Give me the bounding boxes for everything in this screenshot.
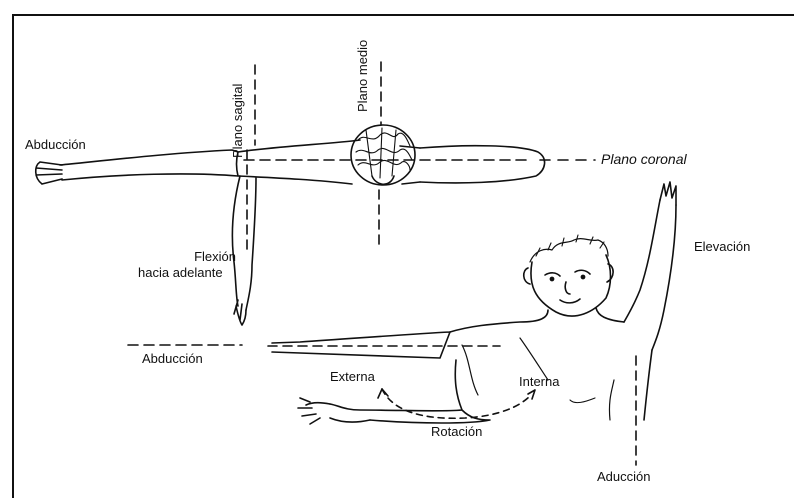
aduccion-label: Aducción <box>597 469 650 484</box>
plano-medio-label: Plano medio <box>355 40 370 112</box>
rotacion-label: Rotación <box>431 424 482 439</box>
abduccion-top-label: Abducción <box>25 137 86 152</box>
abduccion-bottom-label: Abducción <box>142 351 203 366</box>
externa-label: Externa <box>330 369 375 384</box>
flexion-label-line1: Flexión <box>170 249 236 264</box>
plano-sagital-label: Plano sagital <box>230 84 245 158</box>
interna-label: Interna <box>519 374 559 389</box>
elevacion-label: Elevación <box>694 239 750 254</box>
front-view-figure <box>128 182 676 465</box>
flexion-label-line2: hacia adelante <box>138 265 223 280</box>
head-top-view <box>351 125 415 185</box>
head-front-view <box>524 235 613 316</box>
top-view-figure <box>36 62 595 325</box>
plano-coronal-label: Plano coronal <box>601 151 687 167</box>
